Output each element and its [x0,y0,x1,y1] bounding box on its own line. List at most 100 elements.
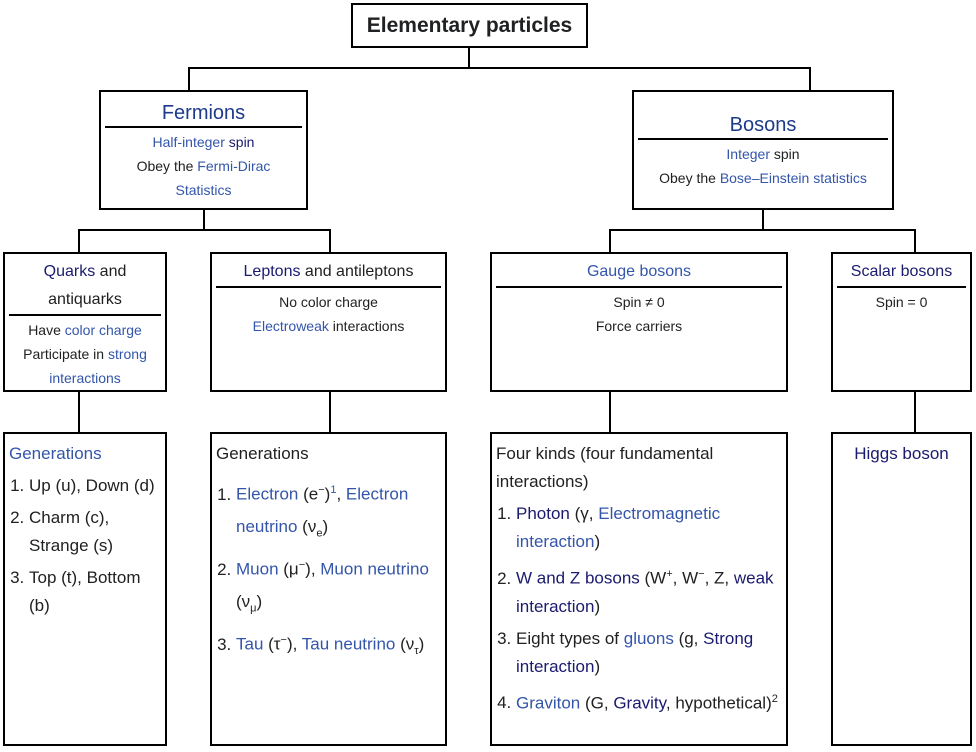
text: (W [639,568,667,588]
spin-zero-text: Spin = 0 [875,294,928,310]
list-item: Tau (τ−), Tau neutrino (ντ) [236,624,441,667]
text: (γ, [569,504,599,523]
list-item: Photon (γ, Electromagnetic interaction) [516,500,780,556]
connector [809,67,811,91]
text: ), [305,559,321,579]
connector [762,208,764,230]
strong-interaction-link[interactable]: Strong interaction [516,628,754,676]
text: − [298,559,306,572]
text: − [280,634,287,647]
leptons-title-text: and antileptons [300,263,414,280]
text: ), [286,634,302,654]
connector [78,229,80,253]
quark-generations-node: Generations Up (u), Down (d) Charm (c), … [3,432,167,746]
spin-nonzero-text: Spin ≠ 0 [613,294,665,310]
electron-link[interactable]: Electron [236,484,299,504]
fermions-title[interactable]: Fermions [161,102,246,124]
connector [914,390,916,433]
color-charge-link[interactable]: color charge [64,322,142,338]
bosons-obey-text: Obey the [659,170,720,186]
graviton-link[interactable]: Graviton [516,693,581,713]
tau-link[interactable]: Tau [236,634,264,654]
text: ) [594,532,601,551]
list-item: Charm (c), Strange (s) [29,504,161,560]
root-title: Elementary particles [366,14,573,37]
force-carriers-text: Force carriers [595,318,683,334]
strong-interactions-link[interactable]: strong interactions [49,346,147,386]
text: (e [298,484,319,504]
gauge-bosons-link[interactable]: Gauge bosons [586,263,692,280]
bose-einstein-link[interactable]: Bose–Einstein statistics [719,170,867,186]
tau-neutrino-link[interactable]: Tau neutrino [301,634,396,654]
text: (ν [297,516,317,536]
text: ) [594,596,601,616]
text: (ν [236,591,251,611]
lepton-generations-node: Generations Electron (e−)1, Electron neu… [210,432,447,746]
gluons-link[interactable]: gluons [623,628,674,648]
text: , W [672,568,699,588]
text: (g, [673,628,704,648]
gauge-kinds-heading: Four kinds (four fundamental interaction… [496,444,714,491]
text: Eight types of [516,628,624,648]
quarks-have-text: Have [28,322,65,338]
higgs-node: Higgs boson [831,432,972,746]
leptons-link[interactable]: Leptons [243,263,301,280]
list-item: Muon (μ−), Muon neutrino (νμ) [236,549,441,624]
electroweak-link[interactable]: Electroweak [252,318,329,334]
gravity-link[interactable]: Gravity [613,693,666,713]
connector [609,229,916,231]
quarks-participate-text: Participate in [23,346,108,362]
higgs-boson-link[interactable]: Higgs boson [854,444,949,463]
gauge-bosons-node: Gauge bosons Spin ≠ 0 Force carriers [490,252,788,392]
text: e [316,527,323,540]
interactions-text: interactions [328,318,405,334]
muon-link[interactable]: Muon [236,559,279,579]
root-node: Elementary particles [351,3,588,48]
connector [188,67,190,91]
text: (ν [395,634,415,654]
connector [329,229,331,253]
list-item: Up (u), Down (d) [29,472,161,500]
bosons-spin-text: spin [770,146,800,162]
fermions-node: Fermions Half-integer spin Obey the Ferm… [99,90,308,210]
list-item: Electron (e−)1, Electron neutrino (νe) [236,474,441,549]
bosons-node: Bosons Integer spin Obey the Bose–Einste… [632,90,894,210]
text: (τ [263,634,281,654]
integer-link[interactable]: Integer [726,146,770,162]
bosons-title[interactable]: Bosons [729,114,797,136]
list-item: W and Z bosons (W+, W−, Z, weak interact… [516,560,780,621]
text: μ [250,602,257,615]
quarks-node: Quarks and antiquarks Have color charge … [3,252,167,392]
list-item: Eight types of gluons (g, Strong interac… [516,625,780,681]
w-and-z-bosons-link[interactable]: W and Z bosons [516,568,640,588]
connector [468,46,470,68]
lepton-generations-heading: Generations [216,444,309,463]
text: ) [322,516,329,536]
text: τ [414,645,419,658]
connector [188,67,811,69]
fermions-spin-text: spin [224,134,255,150]
electromagnetic-interaction-link[interactable]: Electromagnetic interaction [516,504,721,551]
weak-interaction-link[interactable]: weak interaction [516,568,774,616]
photon-link[interactable]: Photon [516,504,570,523]
connector [914,229,916,253]
scalar-bosons-node: Scalar bosons Spin = 0 [831,252,972,392]
text: , Z, [704,568,734,588]
text: ) [324,484,331,504]
connector [203,208,205,230]
fermions-obey-text: Obey the [136,158,198,174]
text: ) [594,656,601,676]
quark-generations-link[interactable]: Generations [9,444,102,463]
fermi-dirac-link[interactable]: Fermi-Dirac [197,158,271,174]
scalar-bosons-link[interactable]: Scalar bosons [850,263,953,280]
text: (μ [278,559,299,579]
electron-neutrino-link[interactable]: Electron neutrino [236,484,409,536]
text: ) [418,634,425,654]
muon-neutrino-link[interactable]: Muon neutrino [320,559,429,579]
quarks-link[interactable]: Quarks [43,263,96,280]
statistics-link[interactable]: Statistics [175,182,232,198]
quarks-title-text: and antiquarks [48,263,127,308]
footnote-2: 2 [771,692,778,705]
footnote-1-link[interactable]: 1 [330,484,337,496]
half-integer-link[interactable]: Half-integer [152,134,225,150]
